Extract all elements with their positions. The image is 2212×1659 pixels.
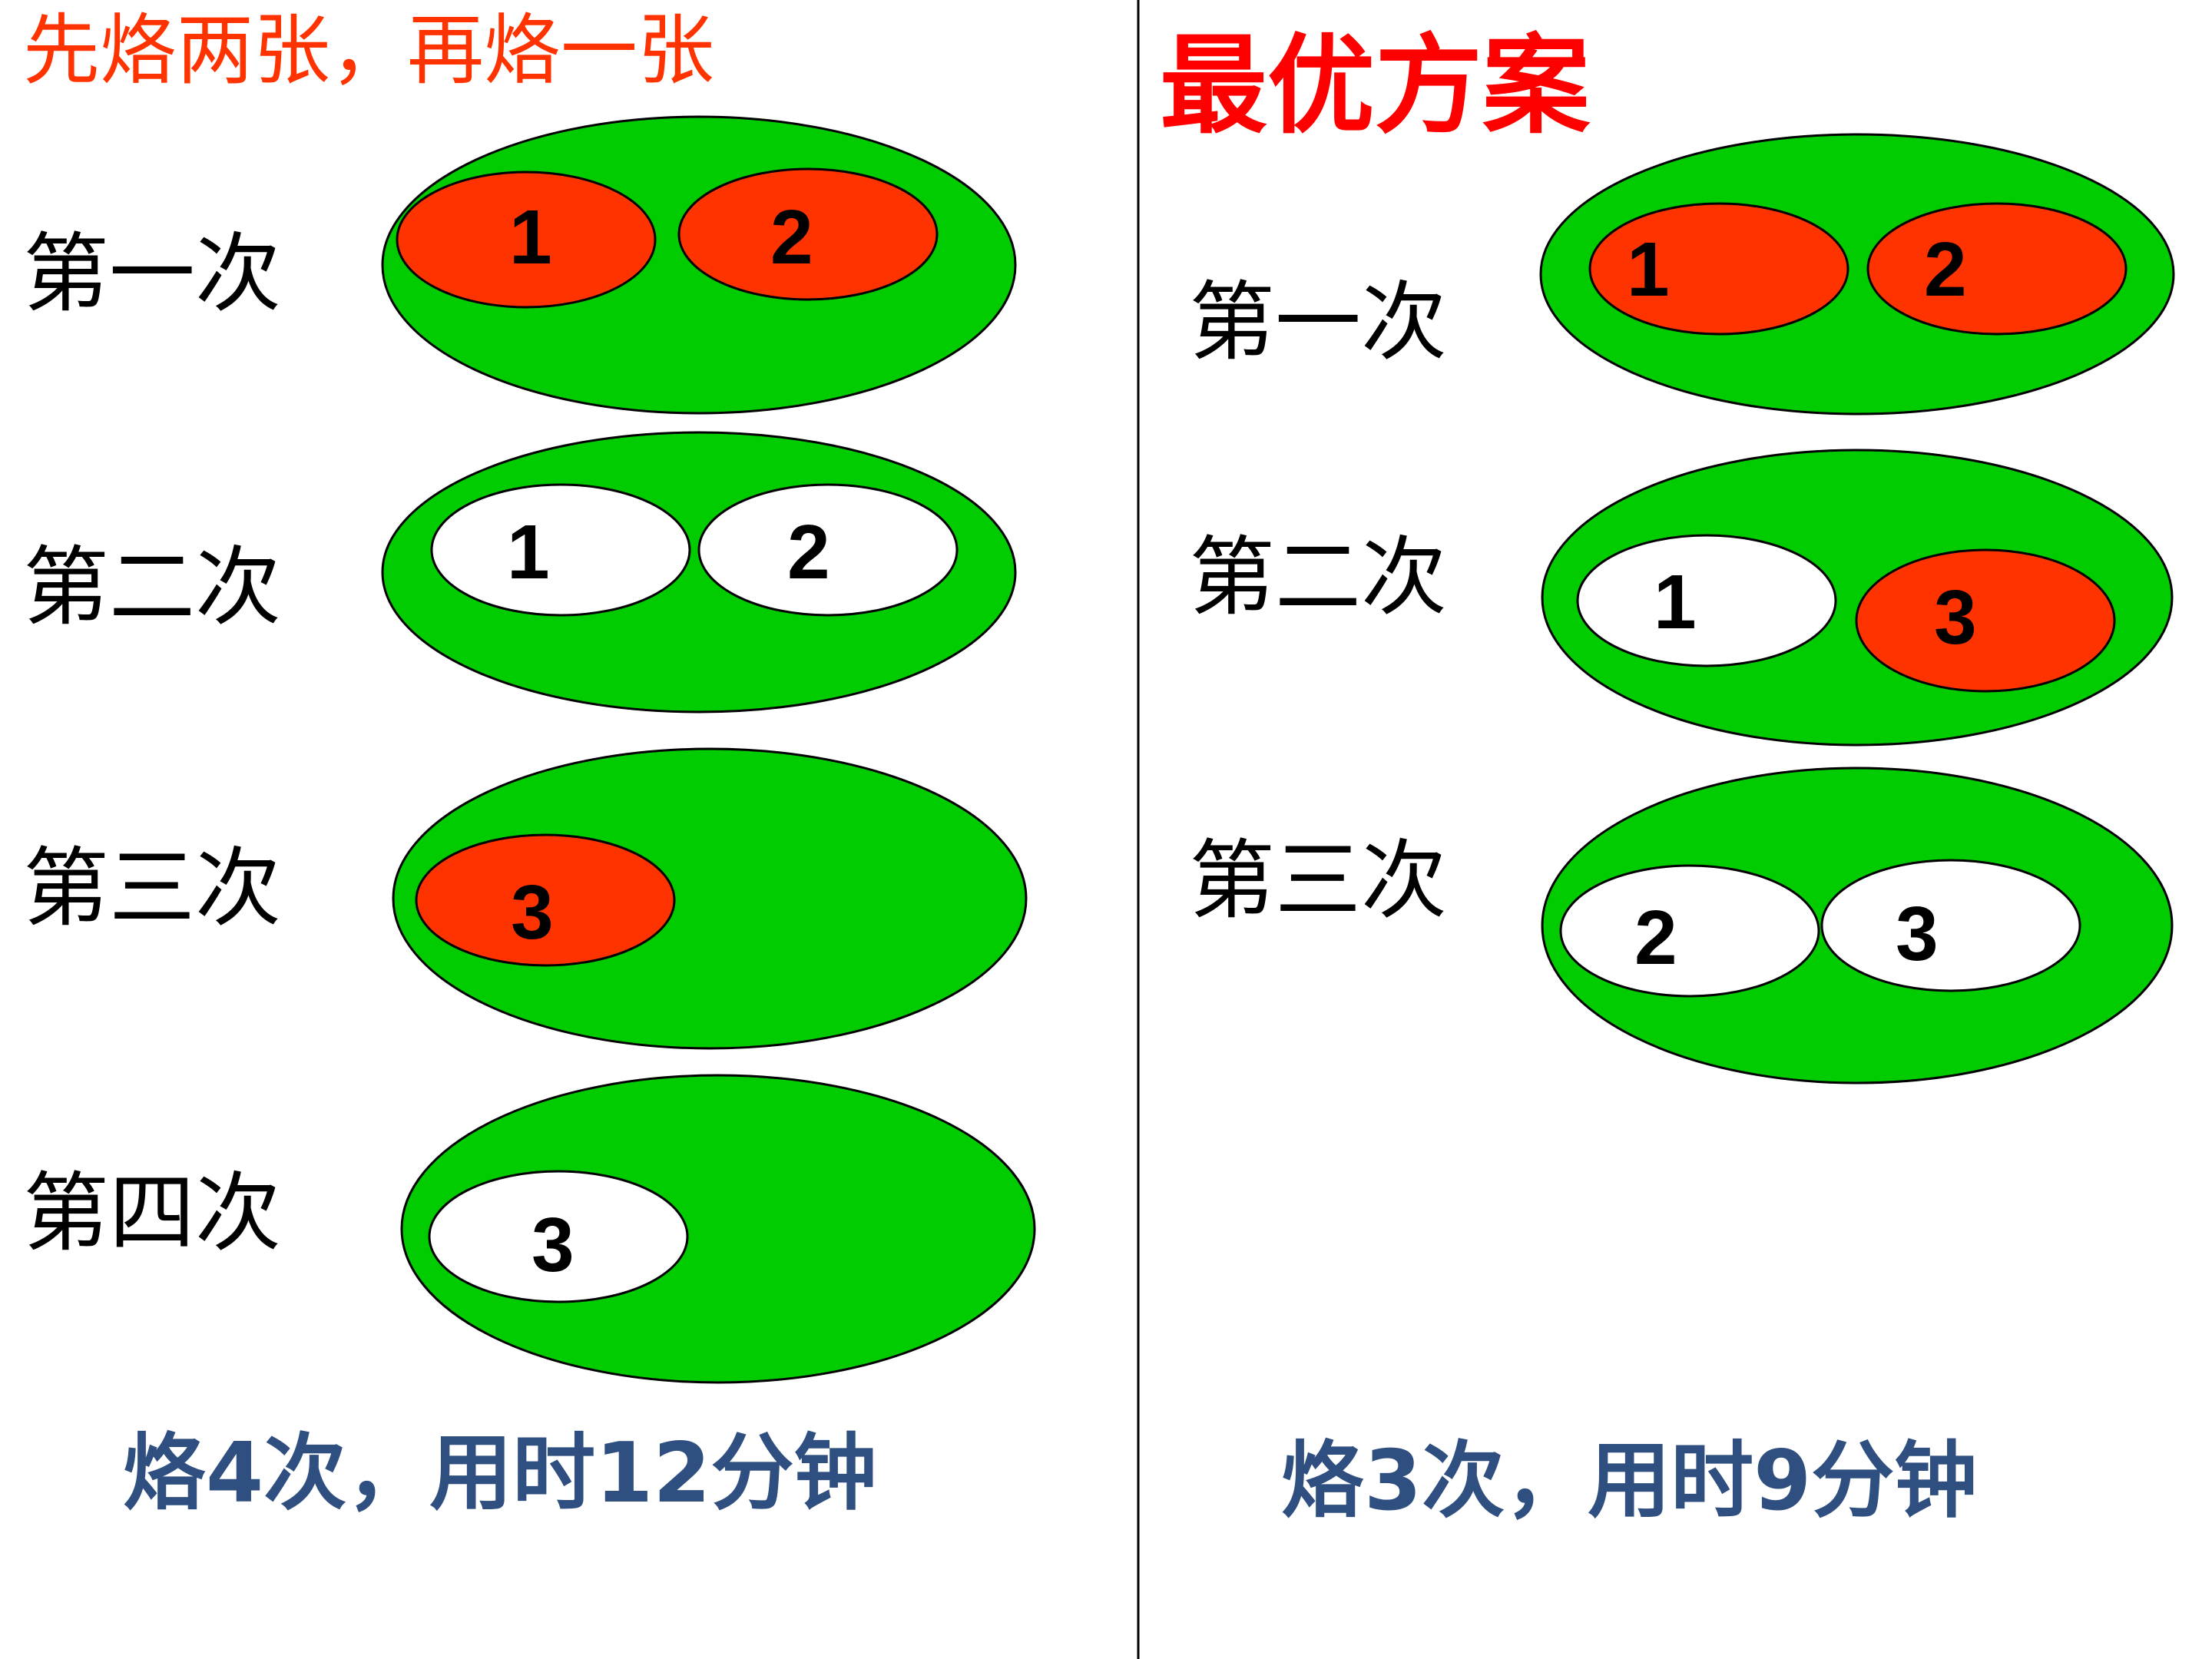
- right-row-1-cake-2: 2: [1866, 202, 2128, 336]
- right-row-2-cake-2: 3: [1855, 548, 2116, 693]
- right-row-2-cake-1-number: 1: [1654, 559, 1697, 645]
- left-row-1-cake-1-number: 1: [509, 194, 552, 280]
- right-row-3-cake-2: 3: [1820, 859, 2081, 992]
- right-row-1-cake-1-shape: [1588, 202, 1849, 336]
- left-panel: 先烙两张，再烙一张 第一次 1 2 第二次 1 2: [23, 5, 1036, 1522]
- right-row-1-cake-2-shape: [1866, 202, 2128, 336]
- left-row-2-cake-2-number: 2: [787, 509, 830, 595]
- left-row-4-label: 第四次: [23, 1164, 281, 1263]
- left-row-1-cake-2-shape: [677, 167, 939, 301]
- right-row-2-cake-1-shape: [1576, 534, 1837, 667]
- left-row-3-cake-1-number: 3: [511, 869, 554, 955]
- left-row-2-cake-2-shape: [697, 483, 959, 617]
- right-row-3: 第三次 2 3: [1189, 767, 2174, 1084]
- left-row-1-cake-2-number: 2: [770, 194, 813, 280]
- left-row-1-cake-1: 1: [396, 171, 657, 309]
- right-row-1-cake-2-number: 2: [1924, 227, 1967, 313]
- left-row-2-cake-1-number: 1: [507, 509, 550, 595]
- left-row-2-cake-1: 1: [430, 483, 691, 617]
- left-summary: 烙4次，用时12分钟: [123, 1426, 876, 1522]
- left-row-4-cake-1-shape: [428, 1170, 689, 1303]
- right-row-1: 第一次 1 2: [1189, 133, 2175, 416]
- right-row-3-cake-2-shape: [1820, 859, 2081, 992]
- right-row-3-cake-1-shape: [1559, 864, 1820, 998]
- left-row-1-label: 第一次: [23, 224, 281, 324]
- right-row-2-label: 第二次: [1189, 528, 1447, 628]
- right-row-1-label: 第一次: [1189, 273, 1447, 373]
- right-summary: 烙3次，用时9分钟: [1281, 1433, 1977, 1529]
- left-row-2-cake-1-shape: [430, 483, 691, 617]
- left-row-2: 第二次 1 2: [23, 431, 1017, 714]
- left-row-3-cake-1-shape: [415, 833, 676, 967]
- right-panel: 最优方案 第一次 1 2 第二次 1 3: [1160, 23, 2175, 1529]
- right-row-1-cake-1-number: 1: [1627, 227, 1670, 313]
- right-row-2-cake-2-shape: [1855, 548, 2116, 693]
- right-row-3-cake-1: 2: [1559, 864, 1820, 998]
- left-row-2-cake-2: 2: [697, 483, 959, 617]
- right-row-3-cake-1-number: 2: [1634, 895, 1677, 981]
- right-title: 最优方案: [1160, 23, 1591, 149]
- left-row-3-cake-1: 3: [415, 833, 676, 967]
- left-row-4-pan: [400, 1074, 1036, 1384]
- left-row-2-label: 第二次: [23, 538, 281, 637]
- left-row-1-cake-1-shape: [396, 171, 657, 309]
- left-row-3-pan: [392, 747, 1028, 1050]
- right-row-1-cake-1: 1: [1588, 202, 1849, 336]
- left-row-3: 第三次 3: [23, 747, 1028, 1050]
- left-title: 先烙两张，再烙一张: [23, 5, 714, 95]
- right-row-3-label: 第三次: [1189, 831, 1447, 931]
- left-row-4-cake-1-number: 3: [531, 1202, 575, 1288]
- right-row-2: 第二次 1 3: [1189, 449, 2174, 747]
- left-row-3-label: 第三次: [23, 839, 281, 939]
- right-row-3-cake-2-number: 3: [1896, 891, 1939, 977]
- left-row-4-cake-1: 3: [428, 1170, 689, 1303]
- left-row-1: 第一次 1 2: [23, 115, 1017, 415]
- left-row-1-cake-2: 2: [677, 167, 939, 301]
- right-row-2-cake-1: 1: [1576, 534, 1837, 667]
- left-row-4: 第四次 3: [23, 1074, 1036, 1384]
- right-row-2-cake-2-number: 3: [1934, 575, 1977, 661]
